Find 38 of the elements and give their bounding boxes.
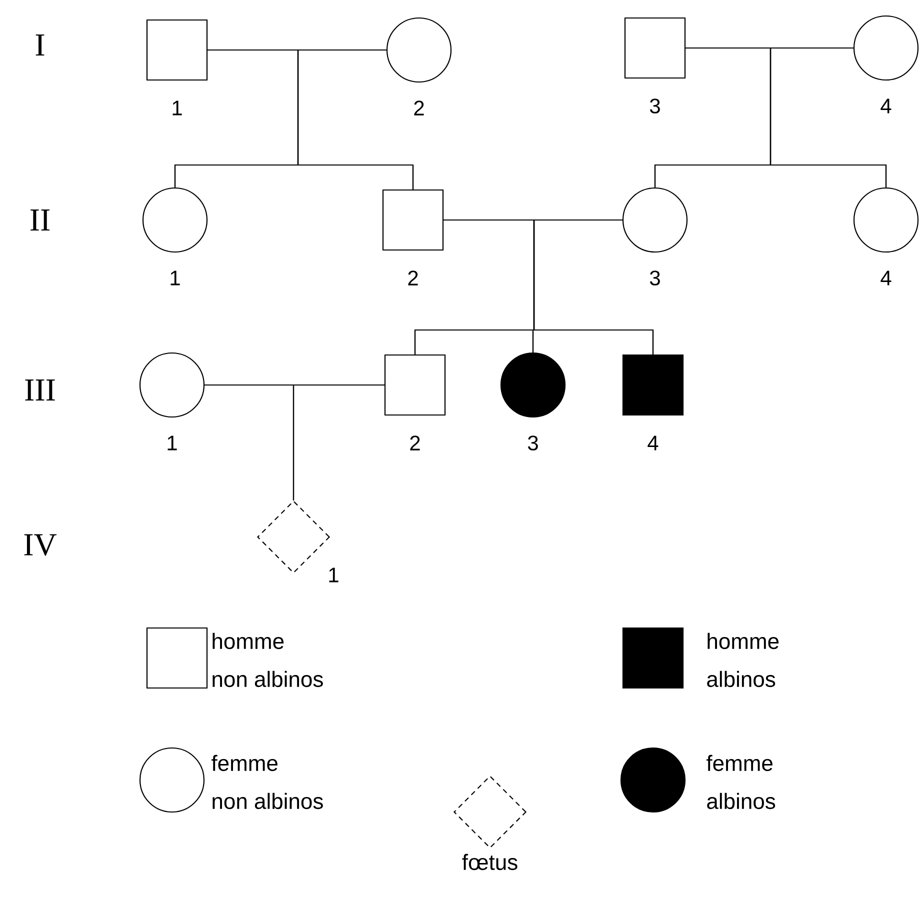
descent-line bbox=[297, 49, 414, 190]
individual-number: 1 bbox=[170, 270, 180, 286]
legend-text: homme albinos bbox=[707, 632, 779, 688]
descent-line bbox=[770, 47, 887, 188]
female-symbol bbox=[139, 352, 205, 418]
individual-number: 2 bbox=[410, 436, 420, 450]
male-symbol bbox=[622, 354, 684, 416]
individual-number: 4 bbox=[880, 270, 892, 286]
female-symbol bbox=[853, 15, 919, 81]
legend-text: fœtus bbox=[462, 854, 518, 870]
individual-number: 3 bbox=[528, 436, 538, 450]
individual-number: 3 bbox=[650, 98, 660, 114]
individual-number: 2 bbox=[408, 270, 418, 286]
legend-text: femme albinos bbox=[706, 754, 776, 810]
descent-line bbox=[292, 384, 384, 500]
male-symbol bbox=[624, 17, 686, 79]
male-symbol bbox=[382, 189, 444, 251]
individual-number: 1 bbox=[329, 568, 338, 582]
generation-label: III bbox=[25, 380, 55, 400]
female-symbol bbox=[500, 352, 566, 418]
legend-text: femme non albinos bbox=[212, 754, 323, 810]
female-symbol bbox=[142, 187, 208, 253]
female-symbol bbox=[386, 17, 452, 83]
descent-line bbox=[533, 219, 654, 354]
individual-number: 2 bbox=[414, 100, 424, 116]
individual-number: 4 bbox=[648, 436, 658, 450]
legend-text: homme non albinos bbox=[212, 632, 323, 688]
generation-label: II bbox=[30, 210, 50, 230]
female-symbol bbox=[853, 187, 919, 253]
individual-number: 1 bbox=[168, 436, 177, 450]
individual-number: 3 bbox=[650, 270, 660, 286]
generation-label: I bbox=[36, 34, 44, 56]
male-symbol bbox=[384, 354, 446, 416]
male-symbol bbox=[146, 19, 208, 81]
individual-number: 1 bbox=[172, 100, 182, 116]
generation-label: IV bbox=[24, 534, 57, 556]
female-symbol bbox=[622, 187, 688, 253]
individual-number: 4 bbox=[880, 98, 892, 114]
